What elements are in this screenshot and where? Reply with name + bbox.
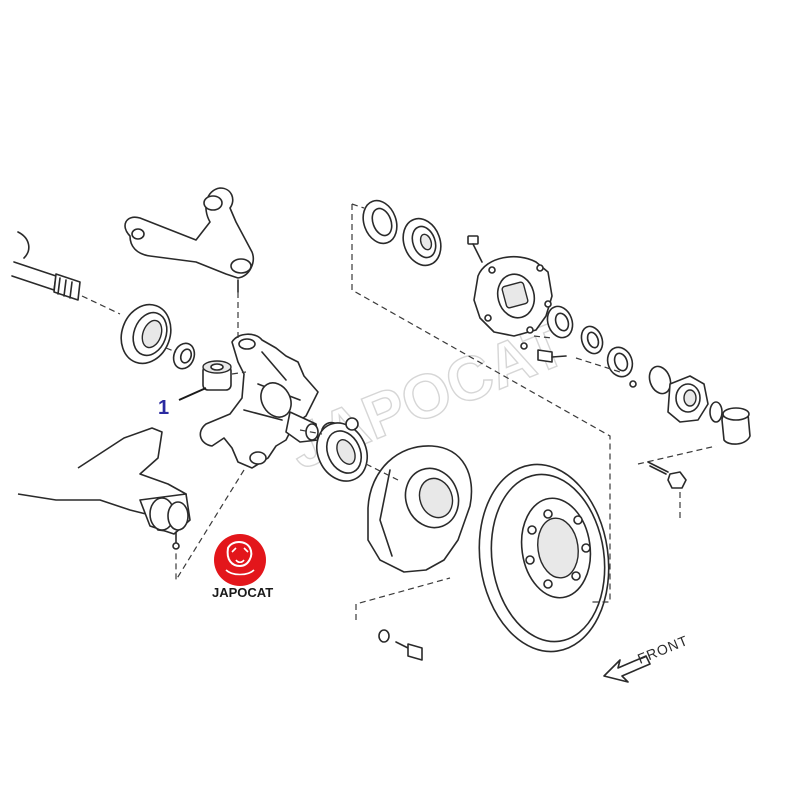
inner-bearing bbox=[120, 303, 172, 365]
lock-washer bbox=[580, 325, 604, 355]
shield-bolt bbox=[378, 629, 423, 661]
o-ring bbox=[709, 401, 723, 423]
brand-logo: JAPOCAT bbox=[212, 534, 273, 600]
outer-bearing bbox=[402, 217, 442, 267]
hub-cap-assembly bbox=[667, 375, 709, 423]
front-label: FRONT bbox=[635, 632, 690, 667]
drive-flange bbox=[473, 255, 553, 337]
lock-nut bbox=[606, 346, 637, 388]
japocat-logo-icon bbox=[214, 534, 266, 586]
flange-bolt bbox=[520, 342, 567, 363]
upper-control-arm bbox=[124, 187, 254, 293]
hub-bearing bbox=[546, 305, 574, 339]
dust-shield bbox=[367, 445, 473, 573]
callout-number: 1 bbox=[158, 397, 169, 419]
brake-disc-rotor bbox=[478, 463, 610, 653]
callout-1: 1 bbox=[158, 387, 207, 419]
front-direction-indicator: FRONT bbox=[603, 632, 690, 683]
assembly-dashed-lines bbox=[81, 203, 717, 620]
lower-control-arm bbox=[17, 427, 191, 550]
snap-ring bbox=[648, 365, 672, 395]
cap bbox=[721, 407, 751, 445]
outer-seal bbox=[362, 199, 398, 245]
arrow-front-icon bbox=[603, 655, 651, 683]
wheel-stud bbox=[647, 461, 687, 489]
spindle-bearing-race bbox=[316, 417, 368, 482]
logo-text: JAPOCAT bbox=[212, 585, 273, 600]
bushing-part-1 bbox=[202, 360, 232, 391]
hub-bolt bbox=[467, 235, 483, 263]
inner-seal bbox=[172, 342, 196, 370]
drive-shaft bbox=[11, 231, 81, 301]
